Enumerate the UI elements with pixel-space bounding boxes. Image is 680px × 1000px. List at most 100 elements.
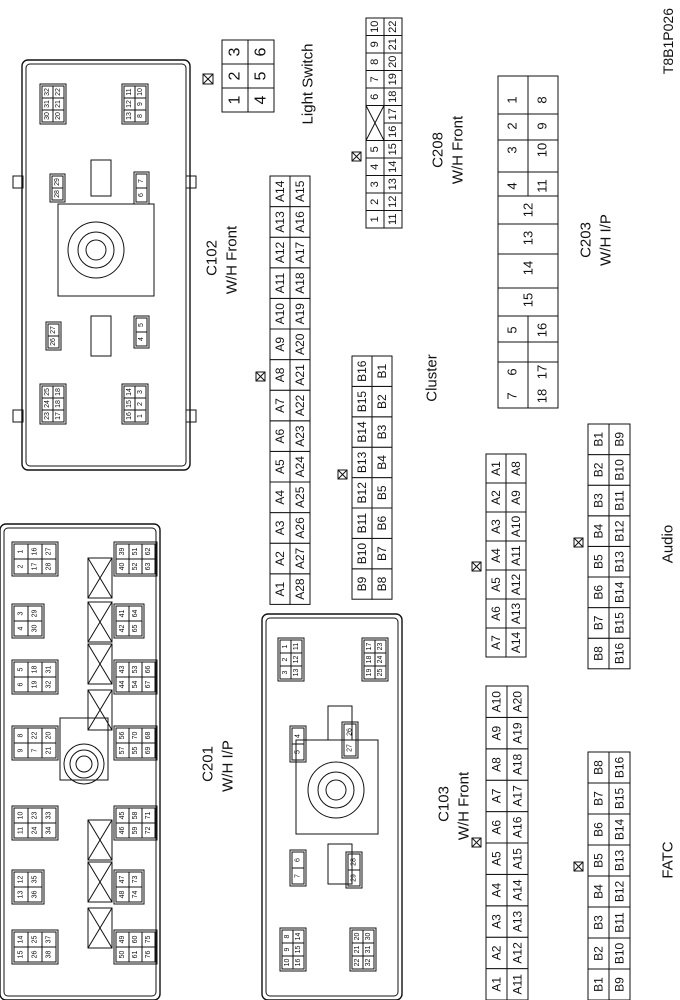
pin-label: 8 xyxy=(137,114,144,118)
fatc-a-pin-label: A15 xyxy=(511,848,525,870)
c201-cross-block xyxy=(87,861,113,903)
lock-tab-line xyxy=(202,73,214,85)
pin-label: 9 xyxy=(284,947,291,951)
pin-group-frame xyxy=(113,805,158,841)
pin-cell xyxy=(347,853,361,871)
c208-pin-label: 18 xyxy=(387,91,399,103)
c208-pin-label: 17 xyxy=(387,108,399,120)
pin-cell xyxy=(135,317,148,333)
cluster-a-small-pin-label: A8 xyxy=(509,461,523,476)
pin-cell xyxy=(135,173,148,189)
pin-group-frame xyxy=(113,869,145,905)
pin-label: 13 xyxy=(126,112,133,120)
c201-inner xyxy=(3,527,157,997)
fatc-b-pin-label: B13 xyxy=(613,850,627,872)
light-switch-cell xyxy=(247,87,275,113)
cluster-b-pin-label: B1 xyxy=(375,364,389,379)
c102-body xyxy=(21,59,191,471)
c208-pin-label: 6 xyxy=(369,94,381,100)
pin-cell xyxy=(27,871,43,888)
cluster-a-pin-label: A11 xyxy=(273,273,287,294)
fatc-a-pin-label: A20 xyxy=(511,691,525,713)
pin-label: 31 xyxy=(44,100,51,108)
c203-pin-label: 2 xyxy=(505,122,520,129)
pin-group-frame xyxy=(11,869,45,905)
cluster-a-pin-label: A9 xyxy=(273,337,287,352)
fatc-a-pin-label: A9 xyxy=(490,725,504,740)
pin-label: 11 xyxy=(126,88,133,95)
pin-group-frame xyxy=(121,83,149,125)
c203-pin-label: 18 xyxy=(535,389,550,403)
pin-group-frame xyxy=(11,603,45,639)
pin-cell xyxy=(141,543,156,560)
audio-pin-label: B12 xyxy=(613,520,627,542)
pin-group-frame xyxy=(133,315,150,349)
pin-label: 33 xyxy=(46,812,53,820)
pin-label: 21 xyxy=(354,946,361,954)
pin-label: 64 xyxy=(132,610,139,618)
cluster-a-small-pin-label: A5 xyxy=(489,577,503,592)
c201-cross-block xyxy=(87,819,113,861)
pin-label: 25 xyxy=(377,669,384,677)
cluster-b-pin-label: B15 xyxy=(355,391,369,413)
pin-label: 25 xyxy=(32,936,39,944)
light-switch-cell xyxy=(247,39,275,65)
c208-pin-label: 11 xyxy=(387,214,399,225)
pin-label: 73 xyxy=(132,876,139,884)
pin-label: 24 xyxy=(32,827,39,835)
pin-label: 43 xyxy=(119,666,126,674)
c102-slot xyxy=(90,159,112,197)
c201-boss-ring xyxy=(69,749,99,779)
pin-label: 22 xyxy=(55,88,62,96)
pin-label: 41 xyxy=(119,610,126,618)
pin-group-frame xyxy=(345,851,363,889)
fatc-a-pin-label: A19 xyxy=(511,722,525,744)
c208-pin-label: 5 xyxy=(369,146,381,152)
cluster-a-pin-label: A16 xyxy=(293,211,307,233)
pin-label: 51 xyxy=(132,548,139,556)
light-switch-cell xyxy=(247,63,275,89)
fatc-a-pin-label: A17 xyxy=(511,785,525,807)
fatc-b-pin-label: B1 xyxy=(592,977,606,992)
fatc-b-pin-label: B12 xyxy=(613,881,627,903)
pin-label: 39 xyxy=(119,548,126,556)
pin-cell xyxy=(290,639,303,654)
pin-label: 7 xyxy=(138,179,145,183)
c203-pin-label: 12 xyxy=(521,203,536,217)
fatc-a-pin-label: A6 xyxy=(490,820,504,835)
c103-inner xyxy=(265,617,399,997)
c208-pin-label: 22 xyxy=(387,21,399,33)
pin-label: 1 xyxy=(137,414,144,418)
c208-name: C208 xyxy=(430,132,447,168)
c203-pin-label: 6 xyxy=(505,368,520,375)
c208-pin-label: 3 xyxy=(369,181,381,187)
cross-box-frame xyxy=(87,643,113,685)
c203-pin-label: 16 xyxy=(535,323,550,337)
audio-cell xyxy=(608,423,631,456)
cluster-a-small-pin-label: A1 xyxy=(489,461,503,476)
pin-label: 23 xyxy=(377,643,384,651)
c203-pin-label: 10 xyxy=(535,143,550,157)
pin-group-frame xyxy=(11,659,59,695)
cluster-b-pin-label: B5 xyxy=(375,485,389,500)
pin-group-frame xyxy=(289,849,307,887)
cluster-a-small-pin-label: A7 xyxy=(489,635,503,650)
cluster-a-small-pin-label: A10 xyxy=(509,516,523,538)
cluster-a-small-a1-cell xyxy=(485,453,507,484)
pin-label: 65 xyxy=(132,625,139,633)
pin-label: 18 xyxy=(55,400,62,408)
pin-label: 36 xyxy=(32,891,39,899)
pin-label: 23 xyxy=(44,412,51,420)
cluster-b-pin-label: B6 xyxy=(375,516,389,531)
lock-tab-line xyxy=(471,561,482,572)
pin-label: 28 xyxy=(46,563,53,571)
fatc-b-pin-label: B15 xyxy=(613,788,627,810)
lock-tab-frame xyxy=(471,837,482,848)
cross-box-frame xyxy=(87,689,113,731)
pin-label: 15 xyxy=(295,946,302,954)
pin-label: 67 xyxy=(145,681,152,689)
cluster-b-pin-label: B8 xyxy=(375,576,389,591)
pin-label: 37 xyxy=(46,936,53,944)
pin-label: 15 xyxy=(18,951,25,959)
pin-label: 58 xyxy=(132,812,139,820)
